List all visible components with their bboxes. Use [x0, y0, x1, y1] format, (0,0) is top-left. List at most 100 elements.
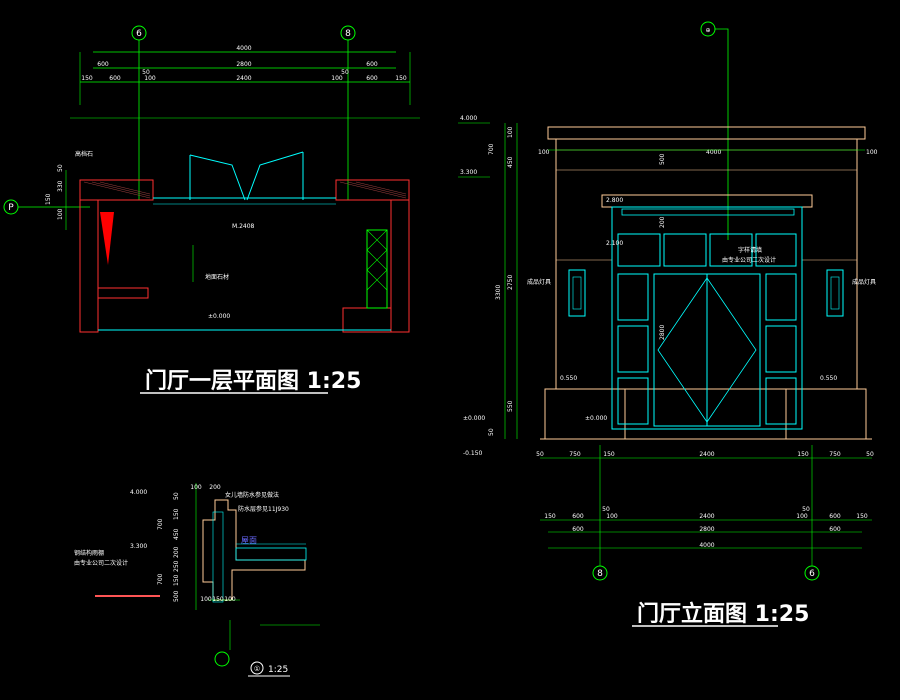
- panel-right-1: [765, 273, 797, 321]
- floor-plan: 6 8 P 4000 2800 600 600 2400 150 600 100…: [3, 25, 420, 394]
- detail-number: ①: [254, 665, 260, 673]
- section-roof-label: 屋面: [241, 536, 257, 545]
- section-note-2: 防水层参见11J930: [238, 505, 289, 513]
- dim-2750: 2750: [507, 275, 514, 290]
- base-right: [785, 388, 867, 440]
- dim-50b: 50: [341, 69, 349, 76]
- section-v150: 150: [173, 508, 180, 520]
- label-outside: 高档石: [75, 150, 93, 158]
- wall-left-top: [79, 179, 154, 201]
- transom-1: [617, 233, 661, 267]
- section-b100b: 100: [224, 596, 236, 603]
- detail-number-bubble: [250, 661, 264, 675]
- dim-v330: 330: [57, 180, 64, 192]
- section-v450: 450: [173, 528, 180, 540]
- level-2100: 2.100: [606, 240, 623, 247]
- column-right: [366, 229, 388, 309]
- section-grid-bubble: [214, 651, 230, 667]
- dim-c100a: 100: [606, 513, 618, 520]
- grid-label-8: 8: [345, 29, 351, 39]
- grid-label-6: 6: [136, 29, 142, 39]
- section-dim-100: 100: [190, 484, 202, 491]
- elev-grid-bubble-8: [592, 565, 608, 581]
- level-zero-inner: ±0.000: [585, 415, 607, 422]
- section-v250: 250: [173, 560, 180, 572]
- wall-left-step: [97, 287, 149, 299]
- grid-label-p: P: [8, 203, 14, 213]
- base-left: [544, 388, 626, 440]
- cornice: [547, 126, 866, 140]
- section-note-3: 钢结构雨棚: [74, 549, 104, 557]
- elevation-title: 门厅立面图 1:25: [637, 601, 809, 627]
- wall-left-side: [79, 199, 99, 333]
- section-level-4000: 4.000: [130, 489, 147, 496]
- section-v500: 500: [173, 590, 180, 602]
- section-v50: 50: [173, 492, 180, 500]
- lamp-left: [568, 269, 586, 317]
- panel-right-2: [765, 325, 797, 373]
- dim-v50: 50: [57, 164, 64, 172]
- level-2800: 2.800: [606, 197, 623, 204]
- elev-grid-label-8: 8: [597, 569, 603, 579]
- section-level-3300: 3.300: [130, 543, 147, 550]
- door-swing-left: [189, 154, 246, 201]
- lamp-right: [826, 269, 844, 317]
- door-frame-outer: [611, 206, 803, 430]
- door-diamond: [657, 277, 757, 423]
- front-elevation: ⊕ 字样请填 由专业公司二次设计: [458, 21, 878, 627]
- dim-c50b: 50: [802, 506, 810, 513]
- dim-d600b: 600: [829, 526, 841, 533]
- panel-left-3: [617, 377, 649, 425]
- dim-mid: 2800: [236, 61, 251, 68]
- level-550-left: 0.550: [560, 375, 577, 382]
- dim-100: 100: [507, 126, 514, 138]
- door-lintel: [601, 194, 813, 208]
- transom-4: [755, 233, 797, 267]
- section-b150: 150: [212, 596, 224, 603]
- dim-b50a: 50: [536, 451, 544, 458]
- detail-scale: 1:25: [268, 665, 288, 675]
- dim-600d: 600: [366, 75, 378, 82]
- dim-b150b: 150: [797, 451, 809, 458]
- dim-c50a: 50: [602, 506, 610, 513]
- section-b100: 100: [200, 596, 212, 603]
- transom-2: [663, 233, 707, 267]
- dim-150a: 150: [81, 75, 93, 82]
- dim-d2800: 2800: [699, 526, 714, 533]
- dim-side-100-right: 100: [866, 149, 878, 156]
- elev-section-label: ⊕: [705, 27, 710, 34]
- dim-50a: 50: [142, 69, 150, 76]
- dim-550: 550: [507, 400, 514, 412]
- parapet-core: [212, 511, 224, 603]
- section-note-1: 女儿墙防水参见做法: [225, 491, 279, 499]
- dim-total-height: 3300: [495, 285, 502, 300]
- panel-right-3: [765, 377, 797, 425]
- level-3300: 3.300: [460, 169, 477, 176]
- level-neg: -0.150: [463, 450, 483, 457]
- dim-150b: 150: [395, 75, 407, 82]
- level-4000: 4.000: [460, 115, 477, 122]
- transom-3: [709, 233, 753, 267]
- note-design: 由专业公司二次设计: [722, 256, 776, 264]
- dim-b750b: 750: [829, 451, 841, 458]
- level-mark: ±0.000: [208, 313, 230, 320]
- section-v700: 700: [157, 518, 164, 530]
- dim-c150a: 150: [544, 513, 556, 520]
- dim-side-100-left: 100: [538, 149, 550, 156]
- elev-section-leader: [715, 28, 729, 240]
- dim-b2400: 2400: [699, 451, 714, 458]
- dim-200: 200: [659, 216, 666, 228]
- dim-c2400: 2400: [699, 513, 714, 520]
- dim-100a: 100: [144, 75, 156, 82]
- dim-100b: 100: [331, 75, 343, 82]
- lamp-left-inner: [572, 276, 582, 310]
- dim-b150a: 150: [603, 451, 615, 458]
- dim-d600a: 600: [572, 526, 584, 533]
- column-right-cross: [366, 229, 388, 291]
- dim-v150: 150: [45, 193, 52, 205]
- section-detail: 4.000 3.300 女儿墙防水参见做法 防水层参见11J930 钢结构雨棚 …: [74, 483, 320, 677]
- section-note-4: 由专业公司二次设计: [74, 559, 128, 567]
- section-dim-200: 200: [209, 484, 221, 491]
- level-550-right: 0.550: [820, 375, 837, 382]
